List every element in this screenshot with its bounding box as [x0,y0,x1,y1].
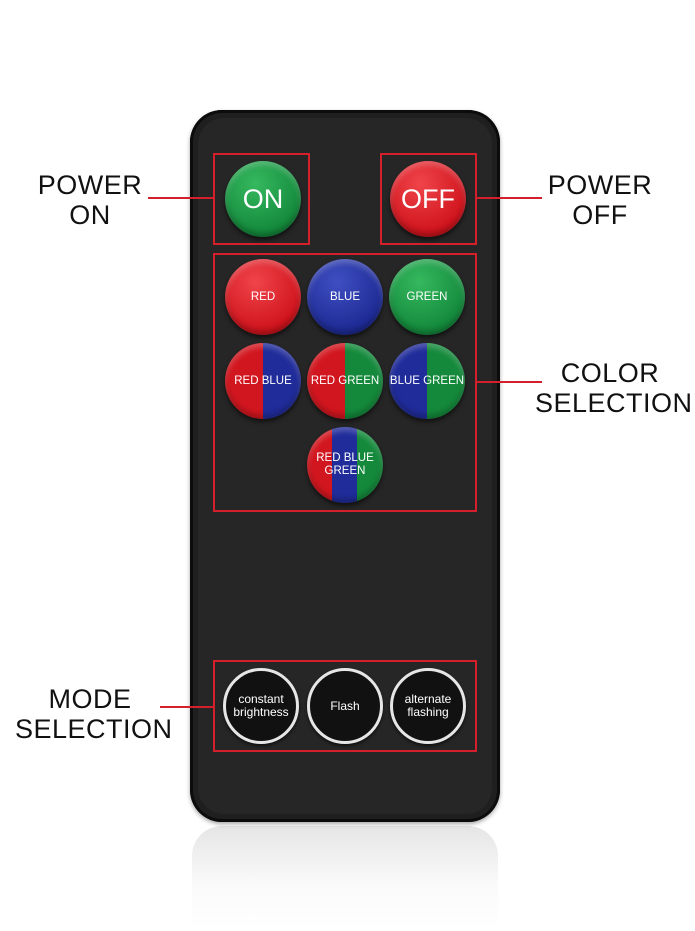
green-button-label: GREEN [406,290,448,303]
red-blue-button[interactable]: RED BLUE [225,343,301,419]
mode-selection-frame [213,660,477,752]
mode-selection-leader-line [160,706,213,708]
red-button[interactable]: RED [225,259,301,335]
flash-button-label: Flash [330,698,360,713]
power-off-callout-line2: OFF [572,200,628,230]
power-on-callout: POWER ON [30,170,150,230]
mode-selection-callout-line2: SELECTION [15,714,173,744]
color-selection-frame [213,253,477,512]
constant-brightness-button[interactable]: constant brightness [223,668,299,744]
red-green-button[interactable]: RED GREEN [307,343,383,419]
color-selection-leader-line [477,381,542,383]
power-on-frame [213,153,310,245]
green-button[interactable]: GREEN [389,259,465,335]
alternate-flashing-label-line2: flashing [407,705,449,719]
alternate-flashing-button[interactable]: alternate flashing [390,668,466,744]
power-off-button[interactable]: OFF [390,161,466,237]
power-off-button-label: OFF [401,183,455,214]
red-blue-green-button-label-line2: GREEN [324,465,366,477]
red-blue-green-button-label-line1: RED BLUE [316,452,374,464]
constant-brightness-label-line2: brightness [233,705,289,719]
color-selection-callout-line1: COLOR [560,358,660,388]
power-off-callout-line1: POWER [547,170,653,200]
blue-green-button[interactable]: BLUE GREEN [389,343,465,419]
red-blue-green-button[interactable]: RED BLUE GREEN [307,427,383,503]
blue-button[interactable]: BLUE [307,259,383,335]
power-on-callout-line2: ON [69,200,111,230]
mode-selection-callout: MODE SELECTION [15,684,173,744]
red-button-label: RED [250,290,276,303]
red-green-button-label: RED GREEN [310,374,380,387]
power-off-callout: POWER OFF [540,170,660,230]
flash-button[interactable]: Flash [307,668,383,744]
blue-green-button-label: BLUE GREEN [389,374,465,387]
color-selection-callout: COLOR SELECTION [535,358,693,418]
power-on-button[interactable]: ON [225,161,301,237]
remote-reflection [192,826,498,931]
mode-selection-callout-line1: MODE [48,684,132,714]
blue-button-label: BLUE [329,290,361,303]
red-blue-button-label: RED BLUE [234,374,292,387]
power-off-leader-line [477,197,542,199]
power-on-button-label: ON [242,183,284,214]
power-on-leader-line [148,197,213,199]
power-off-frame [380,153,477,245]
color-selection-callout-line2: SELECTION [535,388,693,418]
power-on-callout-line1: POWER [37,170,143,200]
